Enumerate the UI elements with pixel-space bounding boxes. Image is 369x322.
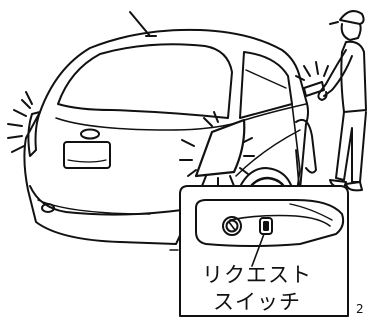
rear-window [58,44,232,118]
handle-flash [296,62,328,80]
callout-label-line2: スイッチ [178,289,336,315]
badge [81,130,99,139]
door-handle [304,82,324,96]
legs [336,112,366,182]
side-window [240,52,292,118]
person [318,11,366,190]
callout-label-line1: リクエスト [178,262,336,288]
right-lamp-flash [180,112,254,188]
key-cylinder-icon [223,217,241,235]
rear-panel [24,112,186,244]
figure-number: 2 [356,302,364,316]
left-tail-lamp [28,112,40,156]
license-plate [64,142,110,168]
cap [340,11,364,24]
